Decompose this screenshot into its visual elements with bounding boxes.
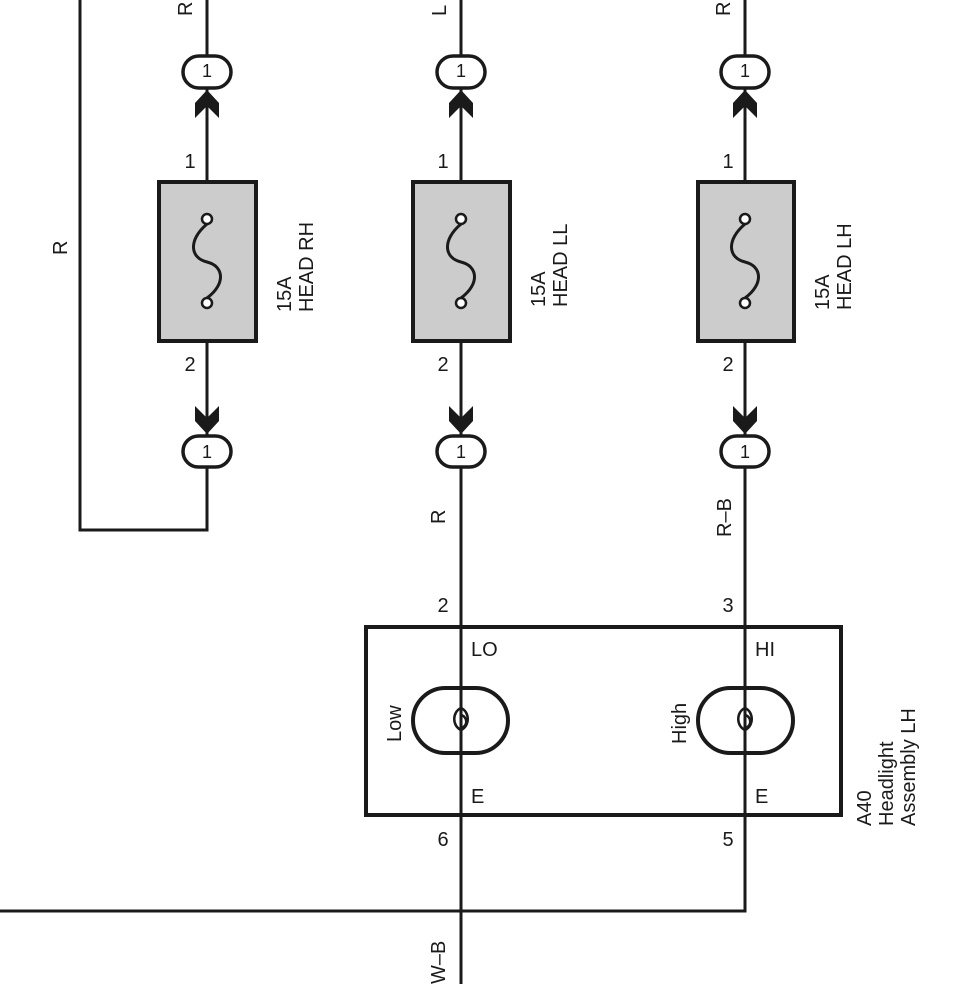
connector-pin-label: 1 (456, 442, 466, 462)
headlight-assembly-lh: LO HI E E Low High (364, 625, 843, 817)
arrow-down-icon (733, 406, 757, 434)
wire-color-hi-feed: R–B (714, 498, 736, 537)
assembly-code: A40 (854, 790, 876, 826)
connector-lh-top: 1 (719, 54, 771, 90)
terminal-hi-label: HI (755, 639, 775, 661)
connector-ll-bottom: 1 (435, 434, 487, 469)
connector-shape (719, 54, 771, 90)
fuse-ll-pin-bottom: 2 (437, 354, 448, 376)
wires (0, 0, 747, 984)
high-filament-hook-icon (744, 713, 752, 730)
fuse-terminal-top (200, 212, 214, 226)
connector-shape (181, 434, 233, 469)
bulb-high-label: High (669, 703, 691, 744)
wire-color-ground: W–B (428, 941, 450, 984)
fuse-terminal-bottom (454, 296, 468, 310)
fuse-ll-name: HEAD LL (550, 224, 572, 307)
assembly-pin-lo-gnd: 6 (437, 829, 448, 851)
connector-shape (719, 434, 771, 469)
fuse-rh-rating: 15A (274, 276, 296, 312)
connector-pin-label: 1 (202, 61, 212, 81)
assembly-name-line2: Assembly LH (898, 708, 920, 826)
low-filament-icon (453, 706, 469, 732)
fuse-head-rh (157, 180, 258, 343)
connector-pin-label: 1 (202, 442, 212, 462)
terminal-lo-label: LO (471, 639, 498, 661)
terminal-e-right-label: E (755, 786, 768, 808)
fuse-rh-name: HEAD RH (296, 222, 318, 312)
fuse-element-icon (446, 222, 476, 300)
fuse-head-ll (411, 180, 512, 343)
bulb-low-label: Low (384, 705, 406, 742)
wire-color-loop: R (50, 241, 72, 255)
connector-ll-top: 1 (435, 54, 487, 90)
low-filament-hook-icon (460, 713, 468, 730)
arrow-down-icon (449, 406, 473, 434)
wire-color-lo-feed: R (428, 510, 450, 524)
fuse-head-lh (696, 180, 796, 343)
fuse-lh-pin-bottom: 2 (722, 354, 733, 376)
terminal-e-left-label: E (471, 786, 484, 808)
fuse-ll-rating: 15A (528, 271, 550, 307)
fuse-body (696, 180, 796, 343)
assembly-pin-hi-in: 3 (722, 595, 733, 617)
fuse-element-icon (730, 222, 760, 300)
connector-lh-bottom: 1 (719, 434, 771, 469)
arrow-up-icon (195, 90, 219, 118)
assembly-pin-lo-in: 2 (437, 595, 448, 617)
arrow-up-icon (449, 90, 473, 118)
connector-shape (435, 434, 487, 469)
terminal-arrows (195, 90, 757, 434)
assembly-name-line1: Headlight (876, 741, 898, 826)
fuse-rh-pin-top: 1 (184, 151, 195, 173)
connector-pin-label: 1 (740, 61, 750, 81)
fuse-terminal-top (454, 212, 468, 226)
fuse-lh-name: HEAD LH (834, 223, 856, 310)
connector-rh-bottom: 1 (181, 434, 233, 469)
fuse-lh-pin-top: 1 (722, 151, 733, 173)
assembly-pin-hi-gnd: 5 (722, 829, 733, 851)
connector-pin-label: 1 (456, 61, 466, 81)
arrow-down-icon (195, 406, 219, 434)
fuse-lh-rating: 15A (812, 274, 834, 310)
connector-rh-top: 1 (181, 54, 233, 90)
fuse-rh-pin-bottom: 2 (184, 354, 195, 376)
fuse-terminal-top (738, 212, 752, 226)
wire-rh-loop (78, 0, 209, 532)
arrow-up-icon (733, 90, 757, 118)
connector-shape (181, 54, 233, 90)
wire-color-rh-top: R (175, 2, 197, 16)
fuse-element-icon (192, 222, 222, 300)
fuse-terminal-bottom (200, 296, 214, 310)
wire-color-ll-top: L (429, 5, 451, 16)
fuse-terminal-bottom (738, 296, 752, 310)
fuse-ll-pin-top: 1 (437, 151, 448, 173)
connector-shape (435, 54, 487, 90)
connector-pin-label: 1 (740, 442, 750, 462)
wire-color-lh-top: R (713, 2, 735, 16)
high-filament-icon (737, 706, 753, 732)
